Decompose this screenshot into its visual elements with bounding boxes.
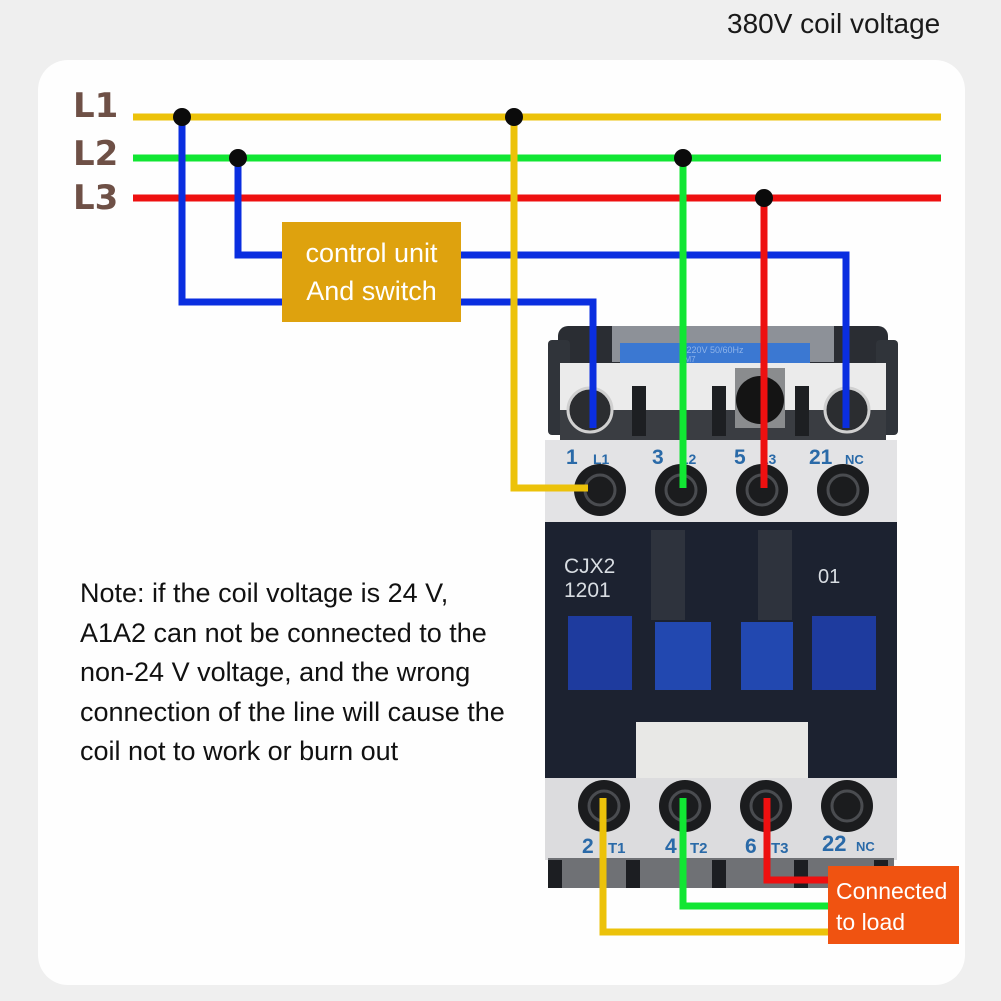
load-wire-t2 xyxy=(679,798,828,910)
top-terminal-sub: NC xyxy=(845,452,864,467)
bottom-terminal-sub: T1 xyxy=(608,840,626,857)
divider xyxy=(712,386,726,436)
indicator-window xyxy=(655,622,711,690)
mounting-foot xyxy=(794,860,808,888)
junction-dot xyxy=(755,189,773,207)
top-terminal-num: 5 xyxy=(734,446,746,469)
top-terminal-screw-5[interactable] xyxy=(736,464,788,516)
bottom-terminal-num: 2 xyxy=(582,835,594,858)
top-terminal-screw-21[interactable] xyxy=(817,464,869,516)
bottom-terminal-sub: NC xyxy=(856,839,875,854)
bottom-terminal-num: 22 xyxy=(822,831,846,856)
top-terminal-num: 3 xyxy=(652,446,664,469)
bottom-terminal-screw-22[interactable] xyxy=(821,780,873,832)
top-terminal-screw-3[interactable] xyxy=(655,464,707,516)
screw-head-ring xyxy=(830,789,864,823)
junction-dot xyxy=(229,149,247,167)
coil-voltage-caption: 380V coil voltage xyxy=(727,8,941,39)
indicator-window xyxy=(741,622,793,690)
bottom-terminal-num: 6 xyxy=(745,835,757,858)
top-terminal-num: 21 xyxy=(809,446,833,469)
load-box: Connected to load xyxy=(828,866,959,944)
model-line1: CJX2 xyxy=(564,555,615,578)
terminal-labels: 1 L1 3 L2 5 L3 21 NC 2 T1 4 T2 6 T3 22 N… xyxy=(566,446,875,858)
junction-dot xyxy=(674,149,692,167)
indicator-window xyxy=(568,616,632,690)
control-wire-l1-to-box xyxy=(178,117,282,306)
model-line2: 1201 xyxy=(564,579,611,602)
load-line1: Connected xyxy=(836,878,948,904)
control-unit-box: control unit And switch xyxy=(282,222,461,322)
control-wire-l2-to-box xyxy=(234,158,282,259)
mounting-foot xyxy=(626,860,640,888)
divider xyxy=(632,386,646,436)
screw-head-ring xyxy=(826,473,860,507)
contactor: 220V 50/60Hz M7 CJX2 1201 01 1 L1 3 L2 xyxy=(545,326,898,888)
wires xyxy=(133,113,941,936)
indicator-window xyxy=(812,616,876,690)
phase-label-l1: L1 xyxy=(73,86,119,126)
divider xyxy=(795,386,809,436)
top-terminal-sub: L1 xyxy=(593,451,610,467)
control-wire-box-to-a2 xyxy=(461,251,850,428)
control-unit-line1: control unit xyxy=(305,238,438,268)
top-terminal-num: 1 xyxy=(566,446,578,469)
lower-terminal-screws xyxy=(578,780,873,832)
junction-dot xyxy=(173,108,191,126)
mounting-foot xyxy=(548,860,562,888)
bottom-terminal-num: 4 xyxy=(665,835,677,858)
upper-terminal-screws xyxy=(574,464,869,516)
junction-dot xyxy=(505,108,523,126)
coil-label-line2: M7 xyxy=(684,355,696,364)
bottom-terminal-sub: T3 xyxy=(771,840,789,857)
bottom-terminal-sub: T2 xyxy=(690,840,708,857)
warning-note: Note: if the coil voltage is 24 V, A1A2 … xyxy=(80,578,505,766)
supply-wire-l1 xyxy=(510,117,588,492)
top-terminal-screw-1[interactable] xyxy=(574,464,626,516)
test-button[interactable] xyxy=(636,722,808,780)
phase-label-l3: L3 xyxy=(73,178,119,218)
mounting-foot xyxy=(712,860,726,888)
load-wire-t3 xyxy=(763,798,828,884)
control-unit-line2: And switch xyxy=(306,276,437,306)
load-line2: to load xyxy=(836,909,906,935)
middle-aperture-hole xyxy=(736,376,784,424)
front-slot xyxy=(651,530,685,620)
coil-label-line1: 220V 50/60Hz xyxy=(686,345,744,355)
junction-dots xyxy=(173,108,773,207)
load-wire-t1 xyxy=(599,798,828,936)
phase-label-l2: L2 xyxy=(73,134,119,174)
aux-code: 01 xyxy=(818,566,840,588)
front-slot xyxy=(758,530,792,620)
control-wire-box-to-a1 xyxy=(461,298,597,428)
